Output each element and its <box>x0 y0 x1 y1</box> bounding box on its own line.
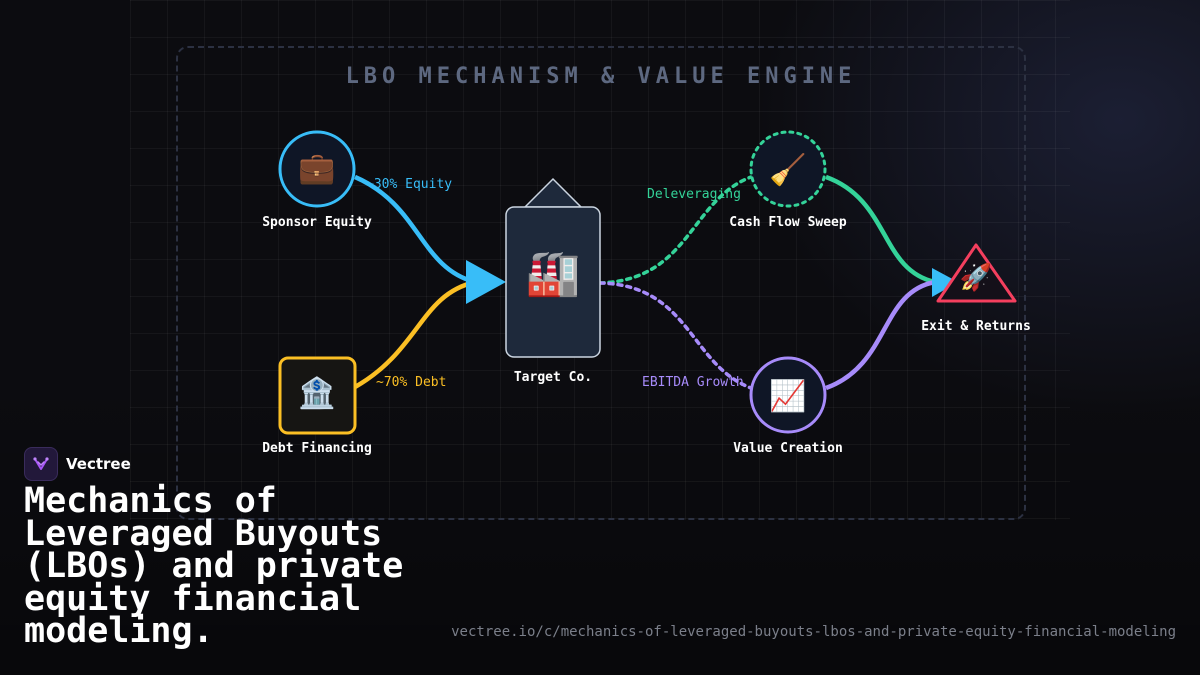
node-value-creation <box>749 356 827 434</box>
edge-sponsor-target <box>354 174 476 285</box>
vectree-logo-icon <box>24 447 58 481</box>
diagram-frame <box>176 46 1026 520</box>
node-label-exit-returns: Exit & Returns <box>921 319 1031 334</box>
node-target-roof <box>523 177 583 208</box>
node-exit-returns <box>936 243 1017 303</box>
edge-target-value <box>598 281 753 390</box>
node-label-value-creation: Value Creation <box>733 441 843 456</box>
edge-label-debt: ~70% Debt <box>376 375 447 390</box>
node-target-company <box>505 206 601 358</box>
edge-debt-target <box>353 279 476 389</box>
node-label-debt-financing: Debt Financing <box>262 441 372 456</box>
node-label-cash-flow-sweep: Cash Flow Sweep <box>729 215 847 230</box>
arrowhead-target <box>466 260 506 304</box>
edge-value-exit <box>825 279 936 391</box>
rocket-icon: 🚀 <box>959 263 993 293</box>
briefcase-icon: 💼 <box>298 151 336 186</box>
node-cash-flow-sweep <box>749 130 827 208</box>
edge-sweep-exit <box>825 174 936 285</box>
node-label-sponsor-equity: Sponsor Equity <box>262 215 372 230</box>
page-headline: Mechanics of Leveraged Buyouts (LBOs) an… <box>24 481 404 651</box>
vectree-logo-mark <box>33 457 49 470</box>
brand: Vectree <box>24 447 131 481</box>
node-sponsor-equity <box>278 130 356 208</box>
node-label-target-company: Target Co. <box>513 370 593 385</box>
edge-label-equity: ~30% Equity <box>366 177 453 192</box>
factory-icon: 🏭 <box>525 248 581 299</box>
brand-name: Vectree <box>66 455 131 473</box>
node-debt-financing <box>278 356 357 435</box>
edge-target-sweep <box>598 175 753 285</box>
bank-icon: 🏦 <box>298 376 336 411</box>
edge-label-ebitda-growth: EBITDA Growth <box>642 375 744 390</box>
arrowhead-exit <box>932 268 958 297</box>
chart-up-icon: 📈 <box>769 379 807 414</box>
edge-label-deleveraging: Deleveraging <box>647 187 741 202</box>
broom-icon: 🧹 <box>769 153 807 188</box>
diagram-title: LBO MECHANISM & VALUE ENGINE <box>345 64 857 89</box>
page-url[interactable]: vectree.io/c/mechanics-of-leveraged-buyo… <box>451 624 1176 640</box>
